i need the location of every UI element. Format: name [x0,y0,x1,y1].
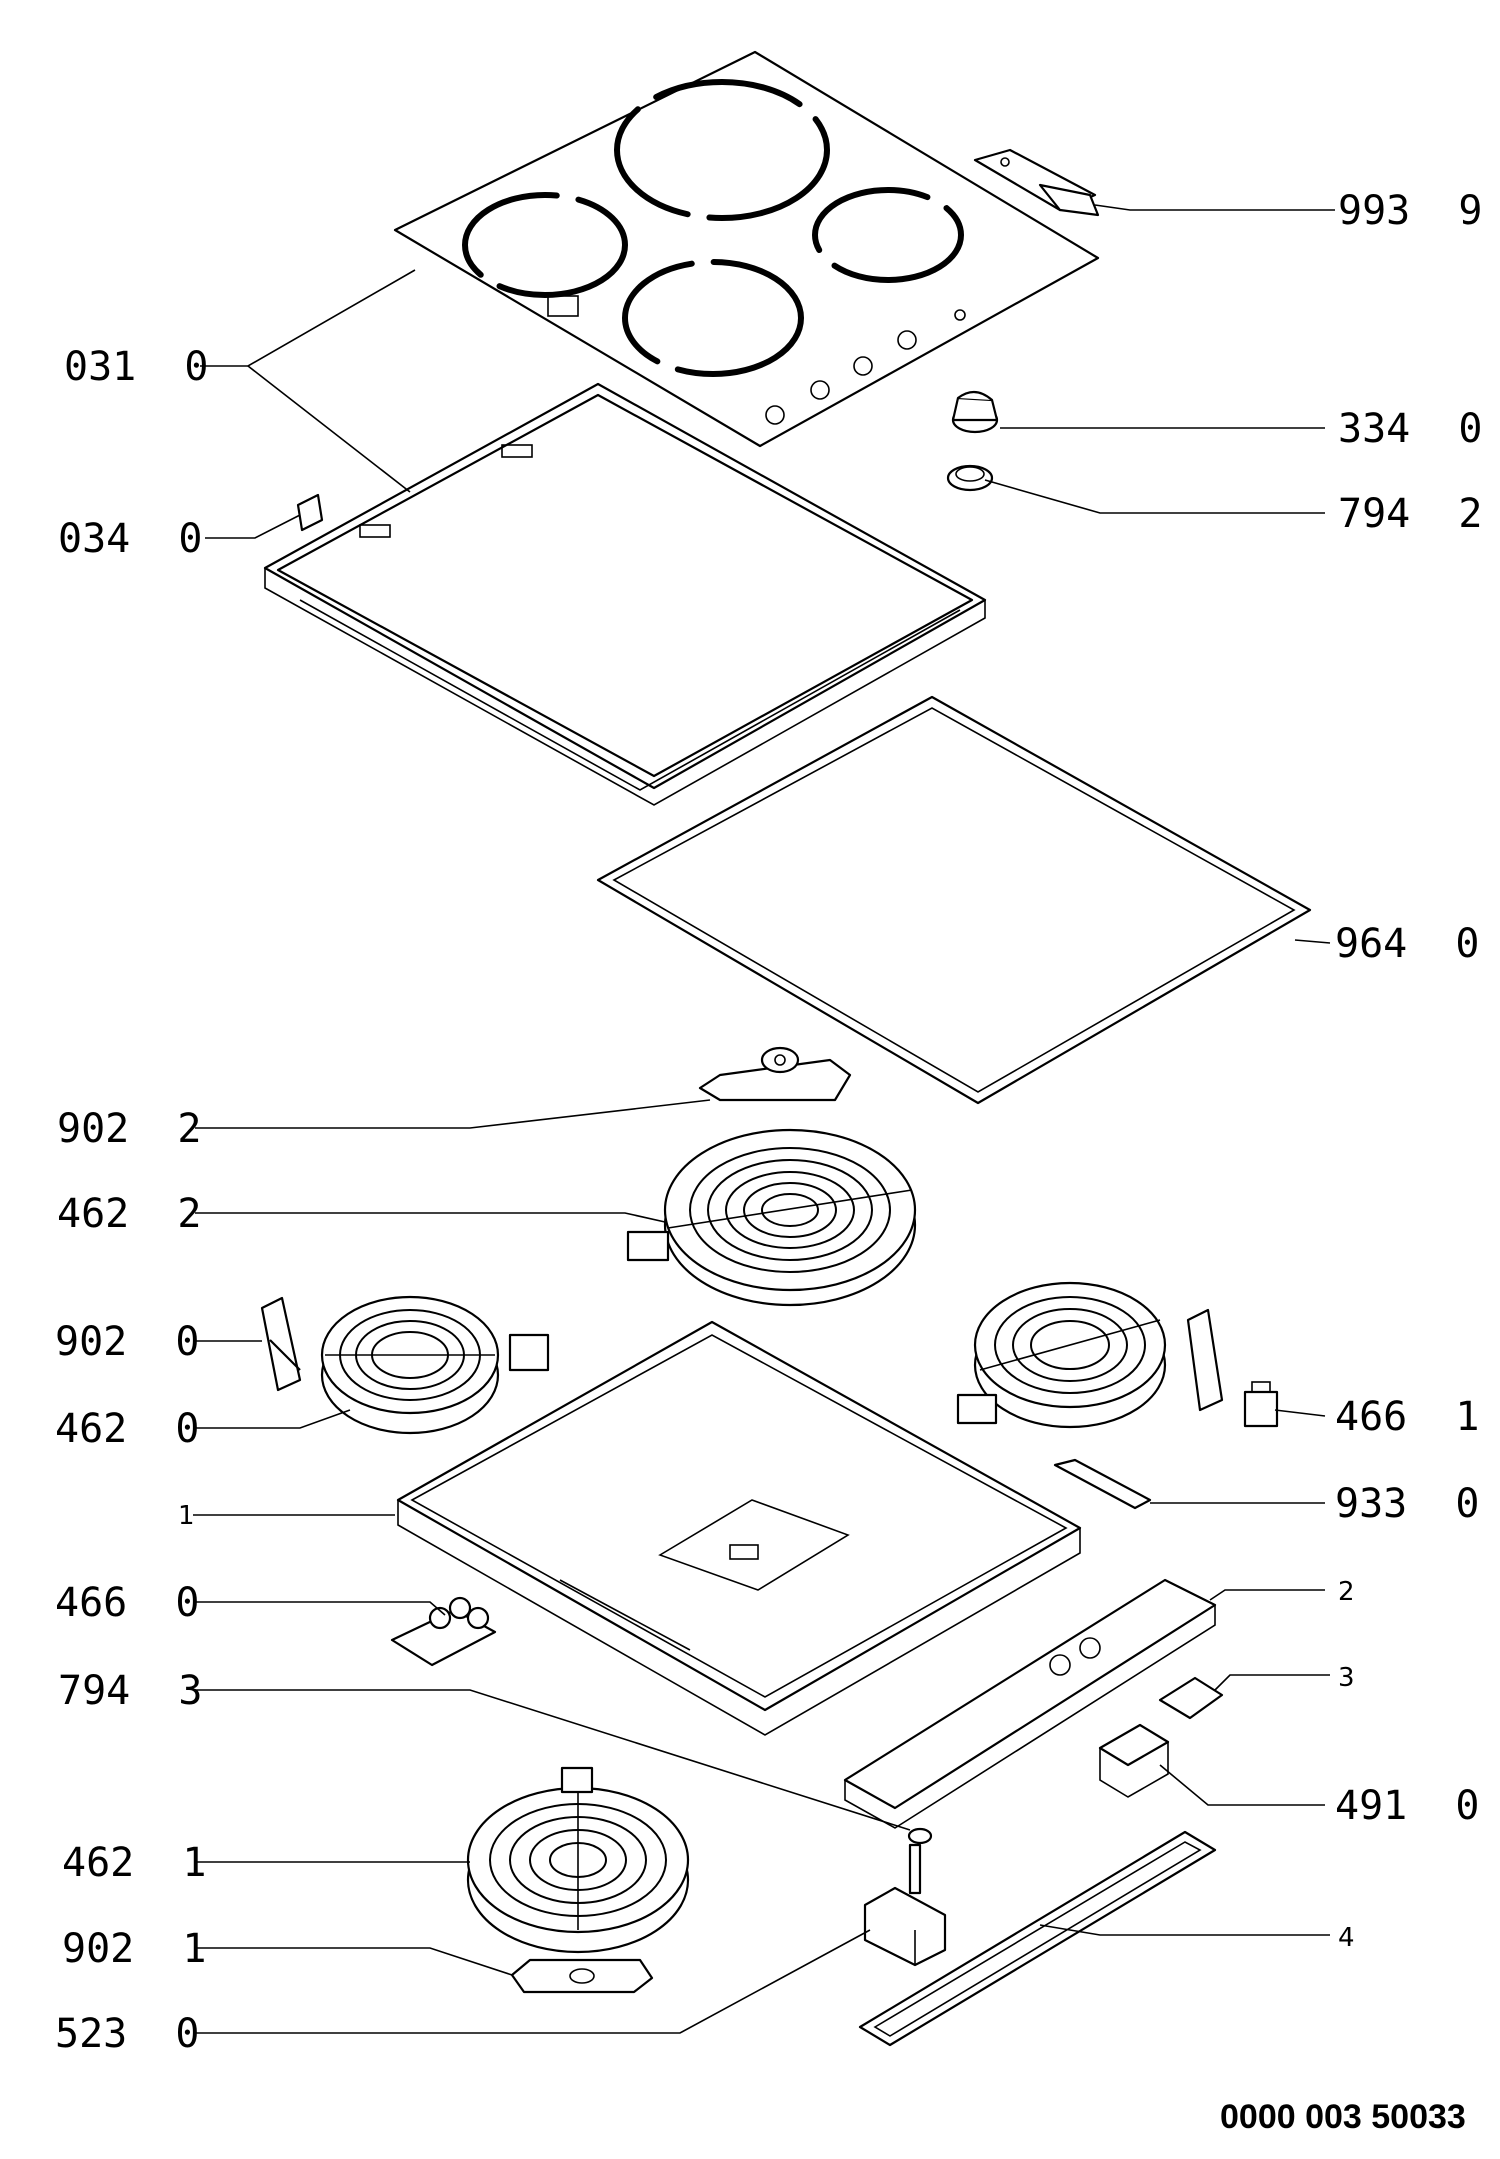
radiant-heater-right [956,1281,1167,1429]
switch-3 [1158,1676,1224,1720]
callout-902-1: 902 1 [62,1926,207,1972]
callout-1: 1 [178,1501,195,1531]
callout-462-2: 462 2 [57,1191,202,1237]
leader-lines [193,204,1335,2034]
terminal-block-466-0 [390,1596,497,1667]
frame-clip [296,493,324,532]
hinge-bracket-993-9 [973,148,1100,217]
bottom-cover-strip [858,1830,1217,2047]
callout-523-0: 523 0 [55,2011,200,2057]
document-number: 0000 003 50033 [1220,2098,1466,2136]
glass-ceramic-hob-top [393,50,1100,448]
callout-466-1: 466 1 [1335,1394,1480,1440]
heater-bracket-902-0 [260,1296,302,1392]
terminal-connector-933-0 [1053,1458,1152,1510]
callout-2: 2 [1338,1577,1355,1607]
callout-902-0: 902 0 [55,1319,200,1365]
knob-bezel-ring [946,464,994,492]
callout-031-0: 031 0 [64,344,209,390]
base-tray [396,1320,1082,1736]
energy-regulator-466-1 [1243,1381,1279,1428]
radiant-heater-large [626,1128,917,1307]
callout-462-0: 462 0 [55,1406,200,1452]
grommet [907,1827,933,1845]
callout-labels: 993 9 031 0 334 0 794 2 034 0 964 0 902 … [55,188,1483,2057]
callout-933-0: 933 0 [1335,1481,1480,1527]
callout-794-2: 794 2 [1338,491,1483,537]
callout-334-0: 334 0 [1338,406,1483,452]
radiant-heater-left [320,1295,550,1435]
callout-993-9: 993 9 [1338,188,1483,234]
indicator-lamp-block [1098,1723,1170,1798]
hob-surround-frame [263,382,987,806]
gasket-seal [596,695,1312,1105]
callout-466-0: 466 0 [55,1580,200,1626]
heater-bracket-right [1186,1308,1224,1412]
callout-794-3: 794 3 [58,1668,203,1714]
heater-bracket-902-1 [510,1958,654,1994]
callout-902-2: 902 2 [57,1106,202,1152]
control-panel-bracket [843,1578,1217,1829]
callout-462-1: 462 1 [62,1840,207,1886]
heater-bracket-902-2 [698,1046,852,1102]
callout-491-0: 491 0 [1335,1783,1480,1829]
callout-964-0: 964 0 [1335,921,1480,967]
callout-4: 4 [1338,1923,1355,1953]
radiant-heater-bottom [466,1766,690,1954]
callout-3: 3 [1338,1663,1355,1693]
control-knob [951,390,999,434]
callout-034-0: 034 0 [58,516,203,562]
energy-regulator-523-0 [863,1843,947,1967]
